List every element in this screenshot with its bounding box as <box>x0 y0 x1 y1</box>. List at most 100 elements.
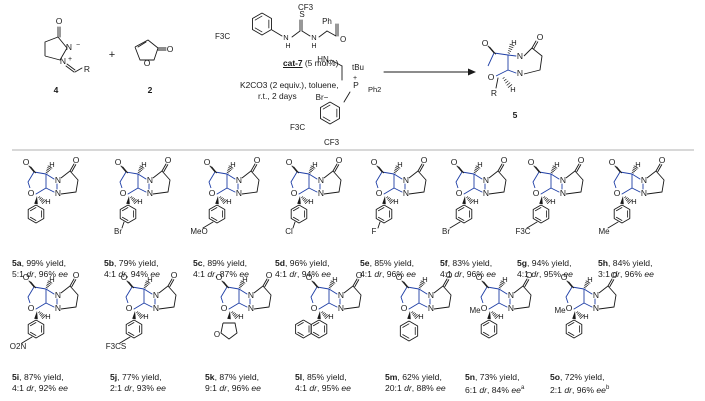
carbonyl-oxygen-label: O <box>23 272 30 282</box>
dr-value: 2:1 <box>110 382 125 393</box>
aromatic-bond <box>615 216 623 221</box>
carbonyl-bond <box>535 166 542 174</box>
caption-line-selectivity: 4:1 dr, 95% ee <box>295 383 351 394</box>
ring-bond <box>621 187 633 195</box>
carbonyl-bond <box>250 163 256 172</box>
hash-bond <box>576 311 584 319</box>
hash-stroke <box>626 198 630 202</box>
hash-stroke <box>474 168 479 171</box>
hash-bond <box>491 311 499 319</box>
hash-stroke <box>495 315 499 319</box>
pyrazolidinone-ring <box>44 36 68 61</box>
ee-unit: ee <box>251 382 261 393</box>
oxygen-label: O <box>144 58 151 68</box>
ring-bond <box>216 187 228 195</box>
ring-oxygen-label: O <box>28 188 35 198</box>
aryl-ring <box>119 204 137 224</box>
caption-line-yield: 5c, 89% yield, <box>193 258 249 269</box>
hash-stroke <box>544 197 547 200</box>
hydrogen-label: H <box>393 197 398 206</box>
hash-stroke <box>475 165 481 169</box>
yield-value: , 84% yield, <box>608 258 653 268</box>
caption-line-yield: 5a, 99% yield, <box>12 258 68 269</box>
substituent-bond <box>607 221 619 229</box>
hydrogen-label: H <box>550 197 555 206</box>
dr-unit: dr <box>207 268 215 279</box>
ee-unit: ee <box>511 384 521 395</box>
carbonyl-bond <box>574 163 580 172</box>
hash-stroke <box>38 311 41 314</box>
product-caption-5l: 5l, 85% yield,4:1 dr, 95% ee <box>295 372 351 393</box>
ring-outline <box>613 204 631 224</box>
nitrogen-label: N <box>236 175 242 185</box>
hash-stroke <box>473 171 476 174</box>
wedge-bond <box>407 311 411 320</box>
caption-line-selectivity: 5:1 dr, 96% ee <box>12 269 68 280</box>
carbonyl-bond <box>657 164 663 173</box>
ring-bond <box>226 187 236 193</box>
caption-line-selectivity: 2:1 dr, 93% ee <box>110 383 166 394</box>
dr-unit: dr <box>118 268 126 279</box>
ring-bond <box>540 187 552 195</box>
bond <box>326 30 337 37</box>
ring-bond <box>393 187 403 193</box>
caption-line-selectivity: 6:1 dr, 84% eea <box>465 383 524 395</box>
carbonyl-bond <box>417 163 423 172</box>
hash-stroke <box>412 312 415 315</box>
hash-stroke <box>233 313 237 317</box>
dr-value: 4:1 <box>440 268 455 279</box>
hash-stroke <box>632 168 637 171</box>
hydrogen-label: H <box>328 312 333 321</box>
ee-unit: ee <box>58 382 68 393</box>
hash-stroke <box>329 285 333 288</box>
carbonyl-oxygen-label: O <box>204 157 211 167</box>
carbonyl-bond <box>419 164 425 173</box>
hash-stroke <box>39 312 42 315</box>
cyclohexyl-ring <box>399 320 419 342</box>
bond <box>74 67 83 73</box>
aromatic-bond <box>254 27 263 33</box>
substituent-bond <box>21 336 33 344</box>
ring-bond <box>45 288 55 295</box>
hash-stroke <box>221 198 225 202</box>
carbonyl-bond <box>531 40 537 49</box>
hash-stroke <box>131 197 134 200</box>
carbonyl-bond <box>352 278 358 287</box>
dr-value: 4:1 <box>104 268 119 279</box>
hash-stroke <box>137 312 140 315</box>
hash-stroke <box>492 312 495 315</box>
dr-value: 4:1 <box>275 268 290 279</box>
aryl-ring <box>290 204 308 224</box>
ring-outline <box>208 204 226 224</box>
aryl-ring <box>565 319 583 339</box>
hash-stroke <box>322 312 325 315</box>
catalyst-id: cat-7 <box>283 58 303 68</box>
compound-id: 5b <box>104 258 115 268</box>
hash-bond <box>418 280 426 289</box>
r-group-label: R <box>84 64 90 74</box>
hash-stroke <box>45 171 48 174</box>
hydrogen-label: H <box>45 197 50 206</box>
hash-stroke <box>627 199 631 203</box>
bond <box>330 59 343 67</box>
hash-stroke <box>324 314 328 318</box>
substituent-label: O2N <box>10 342 27 351</box>
furan-ring <box>220 322 238 340</box>
carbonyl-bond <box>609 279 615 288</box>
hash-stroke <box>500 282 505 285</box>
aromatic-bond <box>312 331 320 336</box>
aryl-ring <box>208 204 226 224</box>
hash-stroke <box>45 286 48 289</box>
hash-bond <box>507 43 515 54</box>
hash-stroke <box>39 197 42 200</box>
aromatic-bond <box>127 331 135 336</box>
nitrogen-label: N <box>248 303 254 313</box>
hash-stroke <box>386 196 389 199</box>
ring-oxygen-label: O <box>456 188 463 198</box>
substituent-label: F <box>372 227 377 236</box>
hash-stroke <box>139 165 145 169</box>
methyl-label: Me <box>554 306 566 315</box>
